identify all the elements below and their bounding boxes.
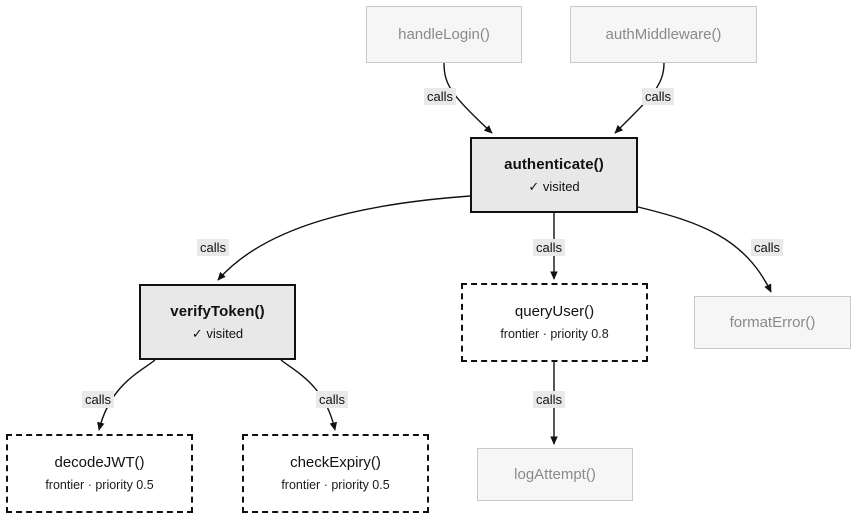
- edge-authenticate-to-formatError: [637, 206, 772, 293]
- node-checkExpiry[interactable]: checkExpiry() frontier · priority 0.5: [242, 434, 429, 513]
- edge-label-authenticate-to-formatError: calls: [751, 239, 784, 256]
- edge-verifyToken-to-decodeJWT: [97, 359, 156, 431]
- edge-verifyToken-to-checkExpiry: [280, 359, 338, 431]
- node-title: authMiddleware(): [605, 25, 722, 43]
- node-title: formatError(): [729, 313, 816, 331]
- node-title: checkExpiry(): [290, 454, 381, 471]
- node-title: verifyToken(): [170, 302, 265, 320]
- node-queryUser[interactable]: queryUser() frontier · priority 0.8: [461, 283, 648, 362]
- node-authenticate[interactable]: authenticate() ✓ visited: [470, 137, 638, 213]
- node-status-label: ✓ visited: [528, 178, 580, 194]
- node-title: logAttempt(): [514, 465, 596, 483]
- edge-label-authenticate-to-queryUser: calls: [533, 239, 566, 256]
- node-status-label: frontier · priority 0.5: [281, 478, 390, 492]
- node-status-label: frontier · priority 0.8: [500, 327, 609, 341]
- edge-authenticate-to-verifyToken: [217, 195, 471, 281]
- edge-label-queryUser-to-logAttempt: calls: [533, 391, 566, 408]
- edge-label-verifyToken-to-checkExpiry: calls: [316, 391, 349, 408]
- node-verifyToken[interactable]: verifyToken() ✓ visited: [139, 284, 296, 360]
- edge-label-authMiddleware-to-authenticate: calls: [642, 88, 675, 105]
- edge-label-handleLogin-to-authenticate: calls: [424, 88, 457, 105]
- node-status-label: ✓ visited: [191, 325, 244, 341]
- node-formatError[interactable]: formatError(): [694, 296, 851, 349]
- node-title: decodeJWT(): [54, 454, 145, 471]
- node-handleLogin[interactable]: handleLogin(): [366, 6, 522, 63]
- node-decodeJWT[interactable]: decodeJWT() frontier · priority 0.5: [6, 434, 193, 513]
- edge-label-authenticate-to-verifyToken: calls: [197, 239, 230, 256]
- node-logAttempt[interactable]: logAttempt(): [477, 448, 633, 501]
- node-title: handleLogin(): [398, 25, 490, 43]
- node-title: queryUser(): [514, 303, 595, 320]
- edge-label-verifyToken-to-decodeJWT: calls: [82, 391, 115, 408]
- node-title: authenticate(): [504, 155, 604, 173]
- node-authMiddleware[interactable]: authMiddleware(): [570, 6, 757, 63]
- node-status-label: frontier · priority 0.5: [45, 478, 154, 492]
